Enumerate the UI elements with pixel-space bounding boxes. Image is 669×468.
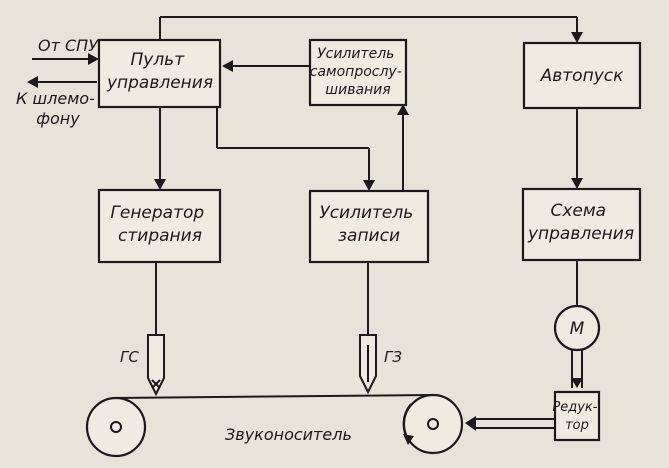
erase-generator-block: Генератор стирания [97,188,222,264]
arrowheads [27,32,583,431]
control-panel-block: Пульт управления [97,38,222,109]
motor-label: M [570,319,585,339]
right-reel [402,393,464,455]
reducer-line-2: тор [565,418,589,433]
reducer-line-1: Редук- [552,400,597,415]
record-head [359,334,377,395]
erase-head [147,334,165,397]
self-monitor-line-1: Усилитель [317,46,394,62]
medium-label: Звуконоситель [225,425,352,444]
to-headset-label: К шлемо- фону [16,89,100,128]
svg-text:Пульт управления: Пульт управления [106,50,213,93]
svg-text:Редук- тор: Редук- тор [552,400,601,433]
control-circuit-line-1: Схема [550,201,606,221]
svg-text:Усилитель записи: Усилитель записи [319,203,418,246]
svg-text:Усилитель самопрослу-: Усилитель самопрослу- шивания [310,46,406,98]
to-headset-line-2: фону [36,109,80,128]
left-reel [85,396,147,458]
erase-generator-line-1: Генератор [110,203,204,223]
autostart-label: Автопуск [540,66,624,86]
reducer-block: Редук- тор [552,390,601,442]
control-circuit-line-2: управления [527,224,634,244]
control-circuit-block: Схема управления [521,187,642,262]
erase-generator-line-2: стирания [118,226,202,246]
autostart-block: Автопуск [522,41,642,110]
svg-text:Автопуск: Автопуск [540,66,624,86]
record-amp-line-2: записи [338,226,400,246]
control-panel-line-2: управления [106,73,213,93]
svg-text:Схема управления: Схема управления [527,201,634,244]
tape-transport [85,393,464,458]
erase-head-label: ГС [120,348,139,366]
self-monitor-line-2: самопрослу- [310,64,402,80]
record-head-label: ГЗ [384,348,402,366]
motor: M [553,304,601,352]
to-headset-line-1: К шлемо- [16,89,95,108]
record-amplifier-block: Усилитель записи [308,189,430,264]
connections [32,16,583,429]
svg-text:Генератор стирания: Генератор стирания [110,203,209,246]
tape-line [111,394,434,399]
control-panel-line-1: Пульт [130,50,185,70]
from-spu-label: От СПУ [38,36,99,55]
record-amp-line-1: Усилитель [319,203,413,223]
self-monitor-amplifier-block: Усилитель самопрослу- шивания [308,38,408,107]
self-monitor-line-3: шивания [325,82,390,98]
